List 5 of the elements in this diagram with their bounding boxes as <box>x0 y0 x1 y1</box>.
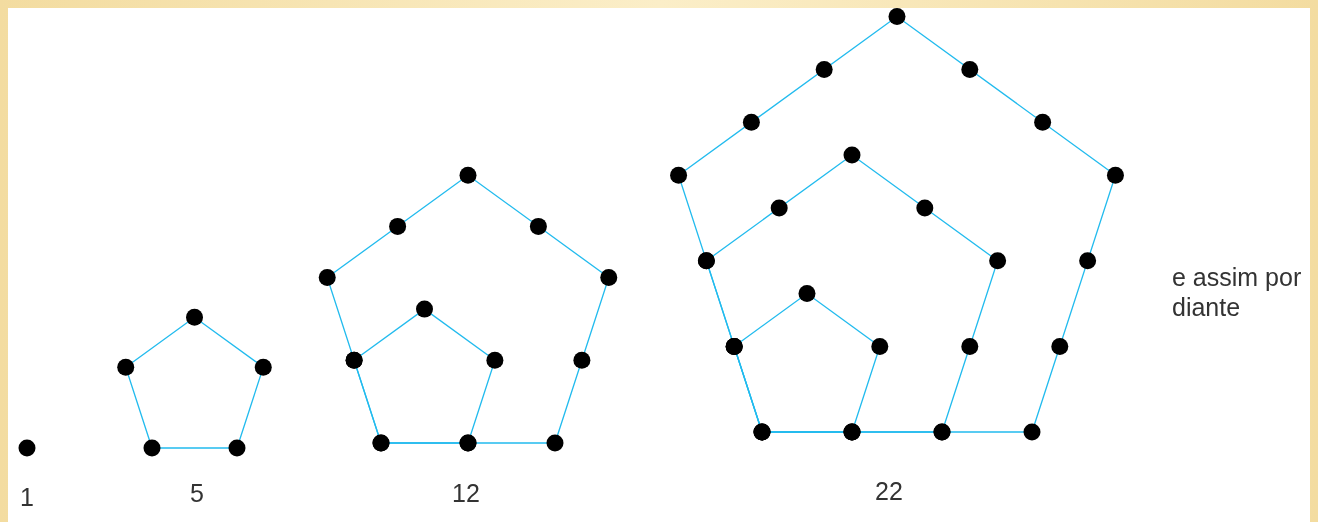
number-label: 5 <box>190 478 204 508</box>
number-label: 12 <box>452 478 480 508</box>
caption-text: e assim por diante <box>1172 262 1303 322</box>
number-label: 22 <box>875 476 903 506</box>
number-label: 1 <box>20 482 34 512</box>
